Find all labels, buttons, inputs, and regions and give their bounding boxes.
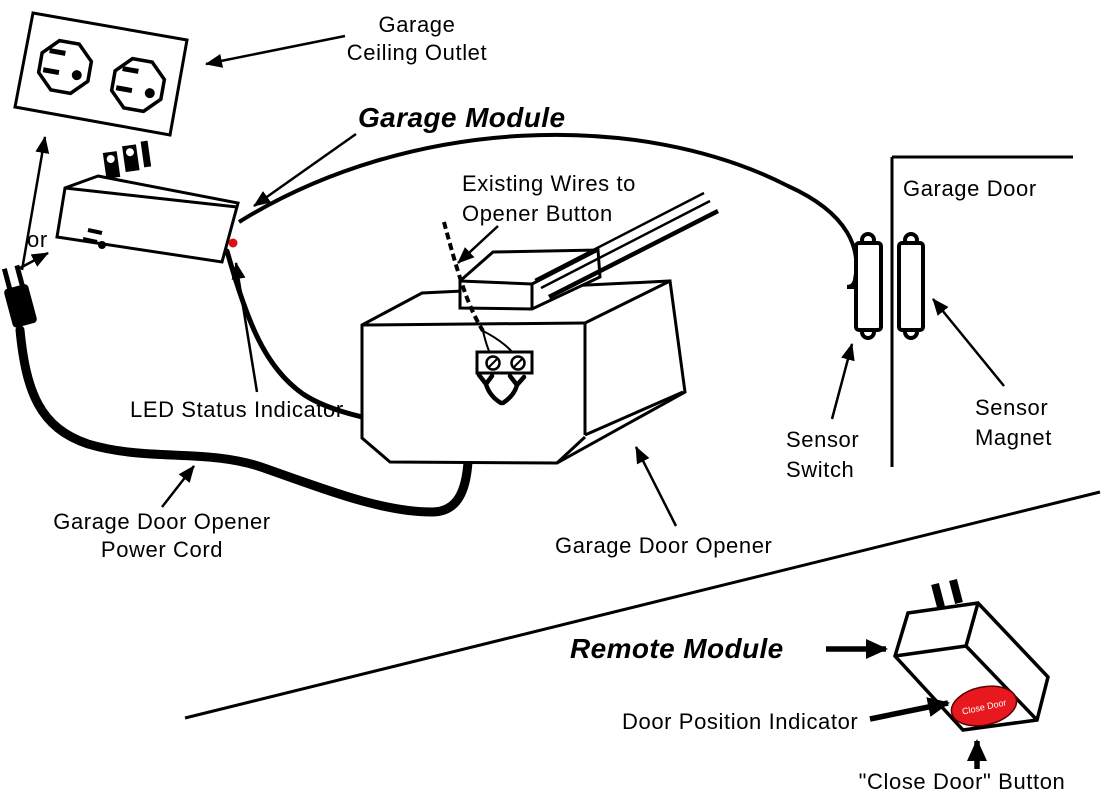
door-position-arrow (869, 697, 950, 722)
power-cord (15, 325, 473, 517)
close-door-button-label: "Close Door" Button (859, 769, 1066, 794)
module-plug-prongs (102, 140, 152, 179)
sensor-switch-label-line1: Sensor (786, 427, 859, 452)
sensor-magnet-label-line2: Magnet (975, 425, 1052, 450)
garage-module-title: Garage Module (358, 102, 565, 133)
remote-module-title: Remote Module (570, 633, 784, 664)
outlet-socket-left (36, 38, 94, 96)
ceiling-outlet-label-line2: Ceiling Outlet (347, 40, 487, 65)
module-outlet-slot (82, 237, 98, 244)
garage-door-frame (890, 155, 1073, 467)
sensor-magnet-part (897, 232, 925, 340)
power-cord-label-line1: Garage Door Opener (53, 509, 270, 534)
sensor-magnet-label-line1: Sensor (975, 395, 1048, 420)
sensor-switch-label-line2: Switch (786, 457, 854, 482)
existing-wires (534, 191, 720, 300)
or-label: or (27, 227, 48, 252)
plug-to-module-arrow (19, 251, 49, 270)
plug-to-outlet-arrow (20, 136, 50, 271)
remote-prong (931, 582, 945, 609)
sensor-switch-part (854, 232, 883, 340)
power-cord-label-line2: Power Cord (101, 537, 223, 562)
sensor-magnet-arrow (932, 298, 1005, 387)
existing-wires-label-line2: Opener Button (462, 201, 613, 226)
ceiling-outlet-arrow (205, 34, 346, 68)
section-separator-line (184, 490, 1101, 720)
ceiling-outlet (13, 11, 189, 137)
led-status-light (228, 238, 238, 248)
door-position-indicator-label: Door Position Indicator (622, 709, 858, 734)
outlet-socket-right (109, 56, 167, 114)
twisted-wire (442, 221, 485, 333)
remote-module-box: Close Door (893, 578, 1050, 732)
wire-fork (476, 372, 527, 406)
terminal-block (475, 350, 534, 375)
garage-door-opener-arrow (634, 446, 678, 527)
existing-wires-label-line1: Existing Wires to (462, 171, 636, 196)
led-status-arrow (231, 262, 259, 393)
garage-door-label: Garage Door (903, 176, 1037, 201)
garage-module-box (55, 140, 240, 264)
sensor-switch-arrow (830, 343, 855, 420)
garage-module-arrow (253, 132, 357, 208)
ceiling-outlet-label-line1: Garage (379, 12, 456, 37)
module-outlet-slot (87, 228, 103, 235)
close-door-button: Close Door (950, 685, 1018, 727)
annotation-arrows-thick (826, 639, 987, 769)
led-status-label: LED Status Indicator (130, 397, 344, 422)
garage-door-opener-label: Garage Door Opener (555, 533, 772, 558)
annotation-arrows (19, 34, 1005, 527)
power-cord-arrow (161, 465, 195, 508)
remote-prong (949, 578, 963, 605)
module-outlet-hole (98, 241, 106, 249)
power-plug (1, 264, 37, 328)
existing-wires-arrow (457, 225, 499, 264)
